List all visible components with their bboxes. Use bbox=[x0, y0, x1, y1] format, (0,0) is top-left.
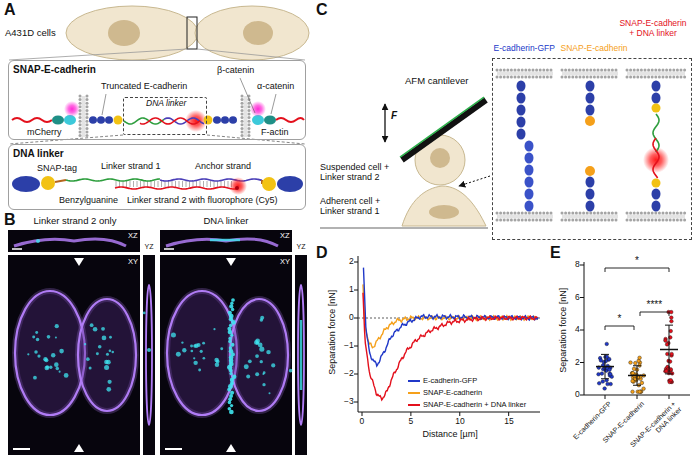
lipid-bilayer bbox=[496, 212, 554, 222]
panel-title: Linker strand 2 only bbox=[34, 216, 117, 227]
axis-title: Distance [µm] bbox=[423, 429, 478, 439]
adhesion-inset-box: E-cadherin-GFPSNAP-E-cadherinSNAP-E-cadh… bbox=[492, 58, 692, 240]
cell-label: A431D cells bbox=[5, 28, 56, 39]
lipid-bilayer bbox=[561, 212, 619, 222]
significance-mark: * bbox=[618, 313, 622, 325]
significance-mark: **** bbox=[647, 299, 663, 311]
legend-label: SNAP-E-cadherin + DNA linker bbox=[423, 401, 526, 410]
tick-label: 15 bbox=[504, 417, 513, 427]
lipid-bilayer bbox=[626, 69, 687, 79]
view-label: YZ bbox=[297, 243, 306, 251]
part-label: AFM cantilever bbox=[405, 76, 468, 87]
node-label: F-actin bbox=[261, 127, 289, 137]
tick-label: 5 bbox=[408, 417, 413, 427]
node-label: Benzylguanine bbox=[59, 195, 118, 205]
view-label: XY bbox=[280, 258, 290, 267]
tick-label: 4 bbox=[575, 325, 580, 335]
part-label: Adherent cell + Linker strand 1 bbox=[320, 196, 396, 217]
adhesion-inset bbox=[496, 69, 687, 222]
tick-label: 1 bbox=[349, 285, 354, 295]
node-heading: SNAP-E-cadherin bbox=[13, 64, 96, 76]
node-label: SNAP-E-cadherin bbox=[561, 44, 628, 54]
panel-letter: D bbox=[316, 244, 328, 262]
micrograph bbox=[8, 230, 155, 455]
panel-letter: C bbox=[316, 1, 328, 19]
node-label: α-catenin bbox=[257, 81, 294, 91]
axis-title: Separation force [nN] bbox=[327, 290, 337, 375]
tick-label: 2 bbox=[575, 358, 580, 368]
part-label: Suspended cell + Linker strand 2 bbox=[320, 162, 396, 183]
panel-title: DNA linker bbox=[204, 216, 249, 227]
node-heading: DNA linker bbox=[13, 148, 64, 160]
view-label: XZ bbox=[128, 232, 138, 241]
tick-label: 2 bbox=[349, 257, 354, 267]
significance-mark: * bbox=[635, 255, 639, 267]
linker-detail-panel: DNA linkerSNAP-tagBenzylguanine Linker st… bbox=[8, 144, 306, 210]
tick-label: 0 bbox=[575, 390, 580, 400]
panel-letter: B bbox=[4, 211, 16, 229]
legend-label: SNAP-E-cadherin bbox=[423, 389, 482, 398]
legend-line bbox=[408, 404, 420, 406]
force-curve-plot bbox=[354, 256, 540, 416]
linker-box: DNA linker bbox=[123, 97, 207, 135]
node-label: mCherry bbox=[27, 127, 62, 137]
tick-label: −3 bbox=[344, 397, 354, 407]
view-label: XY bbox=[128, 258, 138, 267]
node-label: Linker strand 2 with fluorophore (Cy5) bbox=[127, 195, 278, 205]
tick-label: 0 bbox=[360, 417, 365, 427]
force-symbol: F bbox=[391, 110, 397, 122]
lipid-bilayer bbox=[241, 95, 251, 138]
lipid-bilayer bbox=[496, 69, 554, 79]
tick-label: −1 bbox=[344, 341, 354, 351]
tick-label: 10 bbox=[455, 417, 464, 427]
panel-letter: A bbox=[4, 1, 16, 19]
node-label: β-catenin bbox=[217, 65, 254, 75]
node-label: Anchor strand bbox=[195, 161, 251, 171]
tick-label: 6 bbox=[575, 293, 580, 303]
afm-setup bbox=[320, 97, 490, 228]
tick-label: 0 bbox=[349, 313, 354, 323]
node-label: Linker strand 1 bbox=[101, 161, 161, 171]
axis-title: Separation force [nN] bbox=[558, 288, 568, 373]
node-label: Truncated E-cadherin bbox=[101, 81, 187, 91]
view-label: XZ bbox=[280, 232, 290, 241]
panel-letter: E bbox=[550, 244, 561, 262]
node-label: SNAP-E-cadherin + DNA linker bbox=[617, 19, 689, 39]
node-heading: DNA linker bbox=[146, 99, 186, 109]
lipid-bilayer bbox=[626, 212, 687, 222]
dot-plot bbox=[580, 262, 690, 399]
node-heading: E-cadherin-GFP bbox=[494, 44, 555, 54]
view-label: YZ bbox=[145, 243, 154, 251]
node-label: SNAP-tag bbox=[37, 163, 77, 173]
cadherin-complex bbox=[12, 78, 304, 137]
legend-line bbox=[408, 392, 420, 394]
lipid-bilayer bbox=[79, 95, 89, 138]
micrograph bbox=[160, 230, 307, 455]
lipid-bilayer bbox=[561, 69, 619, 79]
legend-label: E-cadherin-GFP bbox=[423, 377, 477, 386]
dna-linker-detail bbox=[12, 176, 303, 195]
tick-label: 8 bbox=[575, 260, 580, 270]
legend-line bbox=[408, 380, 420, 382]
tick-label: −2 bbox=[344, 369, 354, 379]
construct-panel: SNAP-E-cadherinTruncated E-cadherin β-cat… bbox=[8, 60, 306, 140]
